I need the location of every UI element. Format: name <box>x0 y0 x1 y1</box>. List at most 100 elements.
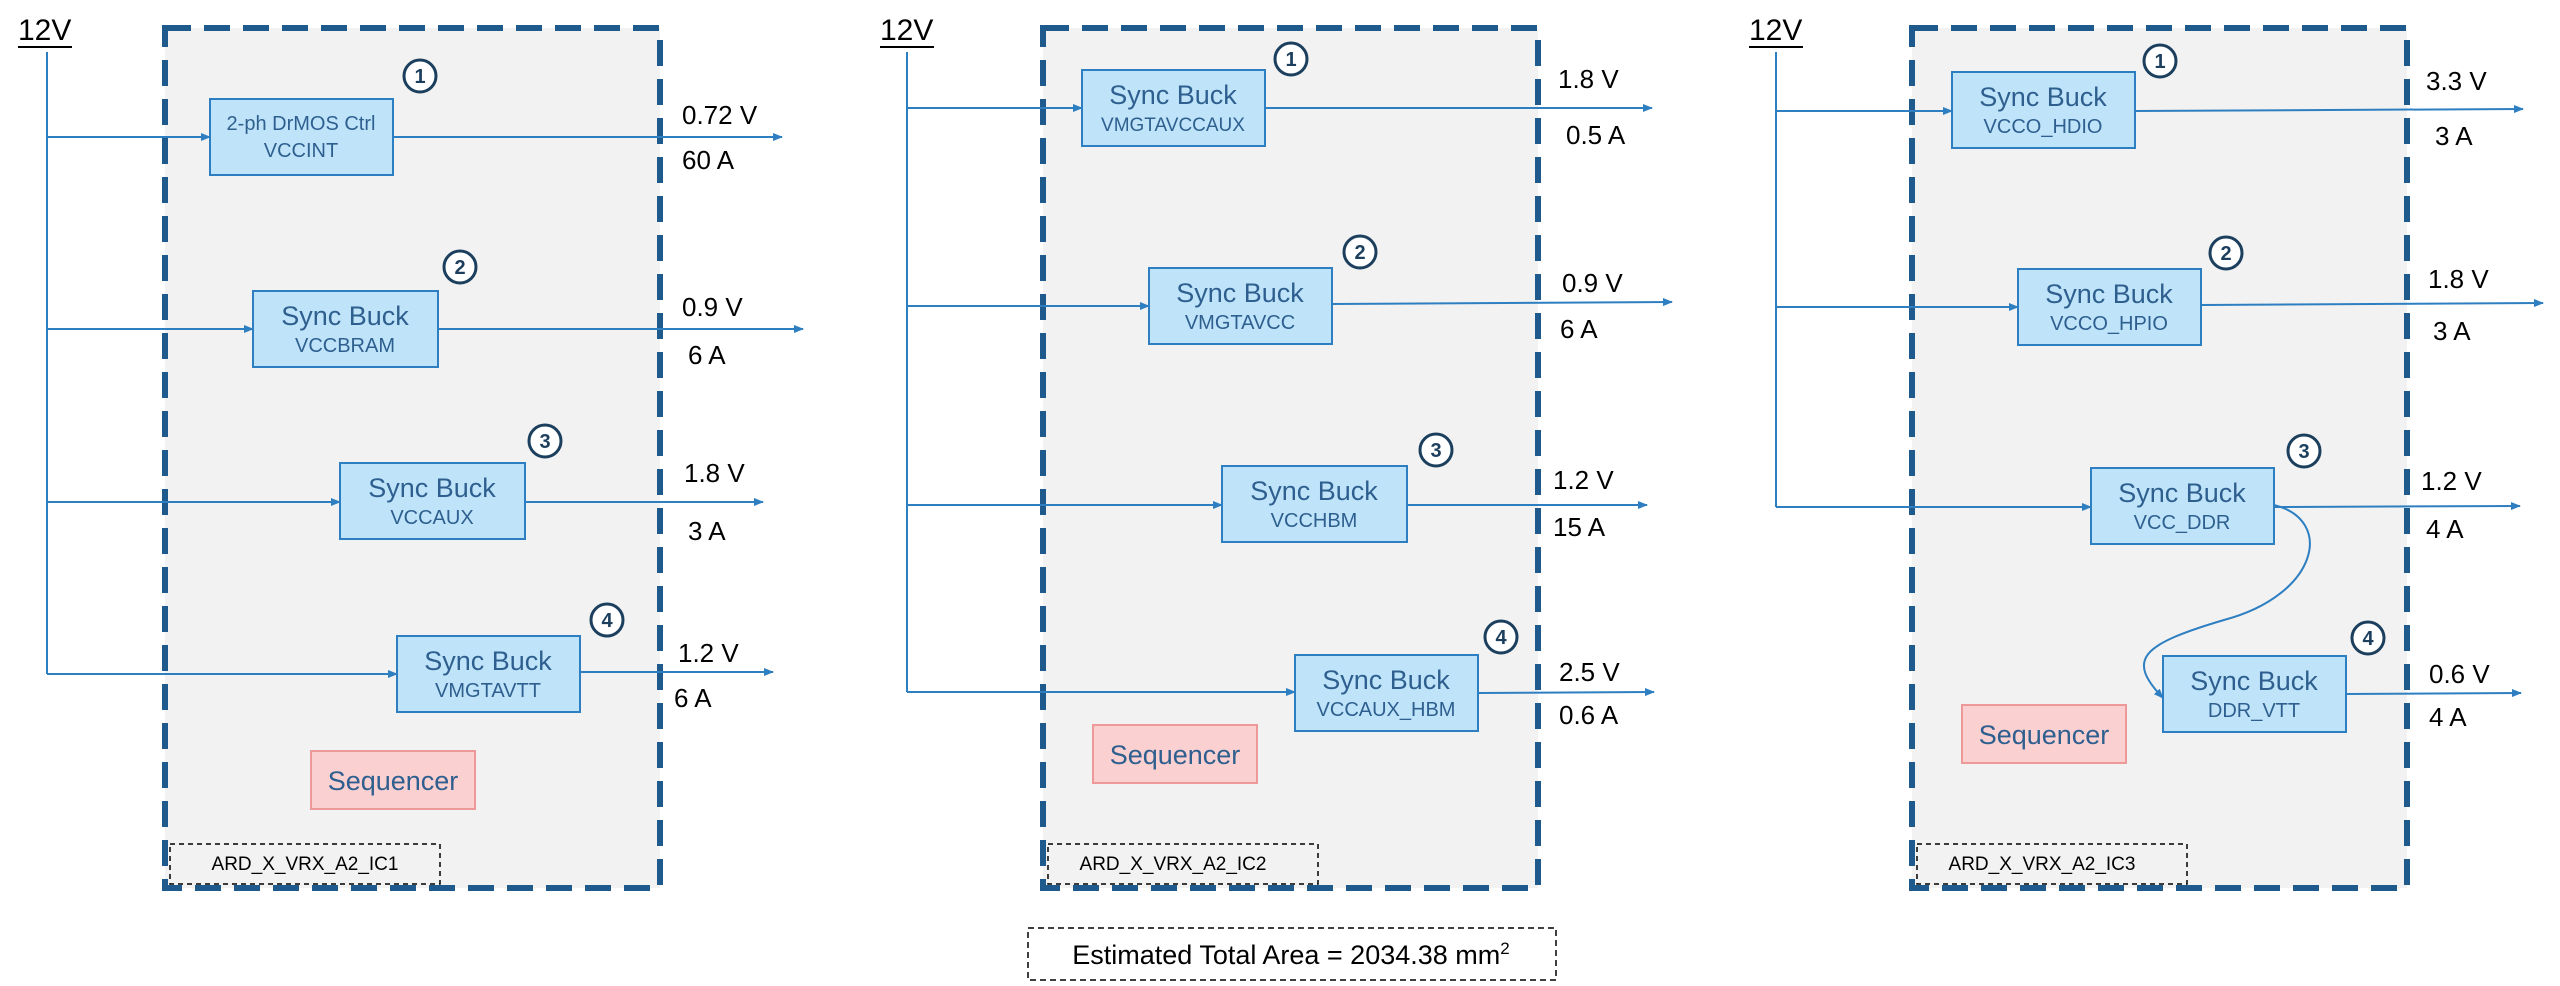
regulator-rail-name: VMGTAVCC <box>1185 312 1295 334</box>
rail-number: 3 <box>539 431 550 453</box>
sequencer-box <box>310 750 476 810</box>
regulator-box <box>1148 267 1333 345</box>
output-line <box>1477 688 1655 697</box>
regulator-title: Sync Buck <box>281 301 409 331</box>
regulator-rail-name: DDR_VTT <box>2208 700 2300 722</box>
summary-label: Estimated Total Area = 2034.38 mm <box>1072 940 1500 970</box>
rail-number-badge <box>2142 43 2178 79</box>
board-tag: ARD_X_VRX_A2_IC2 <box>1047 843 1319 885</box>
rail-3: Sync Buck VCCAUX 3 1.8 V 3 A <box>47 423 764 546</box>
rail-4: Sync Buck VMGTAVTT 4 1.2 V 6 A <box>47 602 774 713</box>
output-voltage: 0.9 V <box>1562 268 1623 298</box>
rail-1: Sync Buck VMGTAVCCAUX 1 1.8 V 0.5 A <box>907 41 1653 150</box>
rail-number-badge <box>442 249 478 285</box>
output-voltage: 0.9 V <box>682 292 743 322</box>
rail-number-badge <box>1273 41 1309 77</box>
input-rail-label: 12V <box>880 14 933 47</box>
sequencer-label: Sequencer <box>1979 720 2110 750</box>
regulator-box <box>1221 465 1408 543</box>
regulator-title: Sync Buck <box>2045 279 2173 309</box>
rail-number-badge <box>2286 433 2322 469</box>
regulator-box <box>209 98 394 176</box>
regulator-title: Sync Buck <box>1176 278 1304 308</box>
regulator-box <box>339 462 526 540</box>
rail-3: Sync Buck VCCHBM 3 1.2 V 15 A <box>907 432 1648 543</box>
summary-unit-exponent: 2 <box>1500 939 1509 958</box>
board-tag: ARD_X_VRX_A2_IC1 <box>169 843 441 885</box>
output-current: 3 A <box>2435 121 2473 151</box>
regulator-panel-3: 12V Sync Buck VCCO_HDIO 1 3.3 V 3 A Sync… <box>1749 14 2544 891</box>
rail-2: Sync Buck VMGTAVCC 2 0.9 V 6 A <box>907 234 1673 345</box>
rail-number-badge <box>527 423 563 459</box>
board-tag: ARD_X_VRX_A2_IC3 <box>1916 843 2188 885</box>
output-current: 0.6 A <box>1559 700 1619 730</box>
rail-number: 2 <box>454 257 465 279</box>
regulator-title: Sync Buck <box>2118 478 2246 508</box>
output-voltage: 0.72 V <box>682 100 758 130</box>
board-tag-label: ARD_X_VRX_A2_IC2 <box>1080 854 1267 875</box>
output-current: 60 A <box>682 145 735 175</box>
sequencer-block: Sequencer <box>310 750 476 810</box>
summary-text: Estimated Total Area = 2034.38 mm2 <box>1072 939 1509 970</box>
regulator-panel-1: 12V 2-ph DrMOS Ctrl VCCINT 1 0.72 V 60 A… <box>18 14 804 891</box>
regulator-rail-name: VCC_DDR <box>2134 512 2231 534</box>
rail-number: 3 <box>2298 441 2309 463</box>
output-line <box>2134 105 2524 114</box>
output-voltage: 1.2 V <box>678 638 739 668</box>
regulator-box <box>2017 268 2202 346</box>
rail-3: Sync Buck VCC_DDR 3 1.2 V 4 A <box>1776 433 2521 699</box>
rail-number-badge <box>2350 620 2386 656</box>
output-voltage: 0.6 V <box>2429 659 2490 689</box>
regulator-box <box>1081 69 1266 147</box>
sequencer-label: Sequencer <box>328 766 459 796</box>
rail-number-badge <box>1418 432 1454 468</box>
regulator-rail-name: VCCAUX_HBM <box>1317 699 1456 721</box>
regulator-box <box>1951 71 2136 149</box>
sequencer-block: Sequencer <box>1961 704 2127 764</box>
board-tag-box <box>1916 843 2188 885</box>
output-current: 15 A <box>1553 512 1606 542</box>
rail-4: Sync Buck DDR_VTT 4 0.6 V 4 A <box>2162 620 2522 733</box>
sequencer-box <box>1961 704 2127 764</box>
rail-2: Sync Buck VCCO_HPIO 2 1.8 V 3 A <box>1776 235 2544 346</box>
output-line <box>1331 298 1673 307</box>
output-voltage: 3.3 V <box>2426 66 2487 96</box>
regulator-title: Sync Buck <box>1322 665 1450 695</box>
output-voltage: 2.5 V <box>1559 657 1620 687</box>
board-tag-box <box>1047 843 1319 885</box>
rail-number: 4 <box>601 610 613 632</box>
board-tag-label: ARD_X_VRX_A2_IC1 <box>212 854 399 875</box>
output-voltage: 1.2 V <box>2421 466 2482 496</box>
input-rail-label: 12V <box>18 14 71 47</box>
regulator-title: Sync Buck <box>1979 82 2107 112</box>
regulator-title: Sync Buck <box>368 473 496 503</box>
output-current: 6 A <box>688 340 726 370</box>
output-current: 0.5 A <box>1566 120 1626 150</box>
regulator-title: 2-ph DrMOS Ctrl <box>227 113 376 135</box>
summary-box <box>1027 927 1557 981</box>
rail-number: 1 <box>414 66 425 88</box>
sequencer-block: Sequencer <box>1092 724 1258 784</box>
regulator-rail-name: VCCAUX <box>390 507 473 529</box>
regulator-box <box>396 635 581 713</box>
output-current: 4 A <box>2426 514 2464 544</box>
regulator-panel-2: 12V Sync Buck VMGTAVCCAUX 1 1.8 V 0.5 A … <box>880 14 1673 891</box>
output-voltage: 1.8 V <box>2428 264 2489 294</box>
rail-number-badge <box>402 58 438 94</box>
output-current: 6 A <box>674 683 712 713</box>
output-voltage: 1.8 V <box>684 458 745 488</box>
regulator-rail-name: VCCO_HDIO <box>1984 116 2103 138</box>
rail-number: 4 <box>2362 628 2374 650</box>
rail-number: 2 <box>1354 242 1365 264</box>
regulator-rail-name: VCCO_HPIO <box>2050 313 2168 335</box>
rail-number: 3 <box>1430 440 1441 462</box>
regulator-box <box>2090 467 2275 545</box>
regulator-box <box>1294 654 1479 732</box>
sequencer-box <box>1092 724 1258 784</box>
regulator-rail-name: VMGTAVTT <box>435 680 541 702</box>
regulator-box <box>252 290 439 368</box>
output-current: 3 A <box>2433 316 2471 346</box>
rail-2: Sync Buck VCCBRAM 2 0.9 V 6 A <box>47 249 804 370</box>
regulator-rail-name: VMGTAVCCAUX <box>1101 115 1245 136</box>
rail-1: Sync Buck VCCO_HDIO 1 3.3 V 3 A <box>1776 43 2524 151</box>
